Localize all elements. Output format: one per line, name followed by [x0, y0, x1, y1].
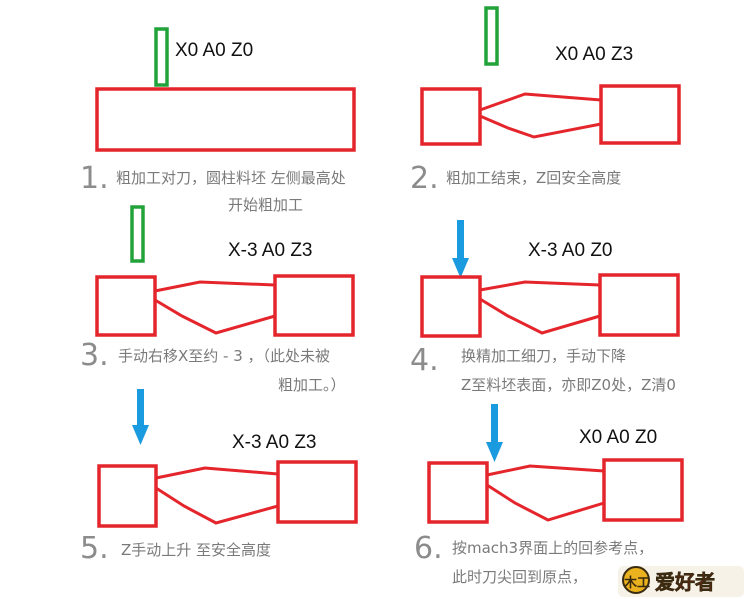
- step-6-caption-line2: 此时刀尖回到原点，: [452, 568, 587, 586]
- rough-tool-icon: [130, 205, 145, 263]
- step-2: X0 A0 Z3 2. 粗加工结束，Z回安全高度: [410, 6, 681, 196]
- step-6-coords: X0 A0 Z0: [579, 427, 657, 448]
- finish-tool-icon: [132, 389, 149, 445]
- step-6-number: 6.: [414, 531, 443, 566]
- step-1-caption-line2: 开始粗加工: [228, 196, 303, 214]
- step-4-caption-line1: 换精加工细刀，手动下降: [461, 347, 626, 365]
- roughed-workpiece: [95, 274, 355, 337]
- step-4-caption-line2: Z至料坯表面，亦即Z0处，Z清0: [461, 376, 676, 394]
- step-6: X0 A0 Z0 6. 按mach3界面上的回参考点， 此时刀尖回到原点，: [414, 404, 684, 586]
- step-3: X-3 A0 Z3 3. 手动右移X至约 - 3 ，（此处未被 粗加工。）: [80, 205, 355, 394]
- step-4-coords: X-3 A0 Z0: [528, 240, 613, 261]
- step-6-caption-line1: 按mach3界面上的回参考点，: [452, 539, 653, 557]
- roughed-workpiece: [420, 273, 680, 338]
- step-1-caption-line1: 粗加工对刀，圆柱料坯 左侧最高处: [116, 169, 346, 187]
- finish-tool-icon: [452, 220, 469, 278]
- finish-tool-icon: [486, 404, 503, 462]
- step-5-number: 5.: [80, 531, 109, 566]
- logo-emblem-text: 木工: [623, 575, 650, 591]
- logo-text: 爱好者: [655, 570, 715, 594]
- logo-emblem-icon: [622, 566, 650, 594]
- step-1: X0 A0 Z0 1. 粗加工对刀，圆柱料坯 左侧最高处 开始粗加工: [80, 27, 356, 214]
- step-4-number: 4.: [410, 343, 439, 378]
- roughed-workpiece: [97, 460, 358, 528]
- watermark-logo: 木工 爱好者: [618, 566, 744, 597]
- roughed-workpiece: [420, 84, 681, 146]
- step-1-number: 1.: [80, 161, 109, 196]
- step-2-number: 2.: [410, 161, 439, 196]
- step-5-caption-line1: Z手动上升 至安全高度: [121, 541, 271, 559]
- step-3-number: 3.: [80, 338, 109, 373]
- step-3-coords: X-3 A0 Z3: [228, 240, 313, 261]
- step-5-coords: X-3 A0 Z3: [232, 432, 317, 453]
- step-2-caption-line1: 粗加工结束，Z回安全高度: [446, 169, 621, 187]
- step-3-caption-line1: 手动右移X至约 - 3 ，（此处未被: [118, 347, 330, 365]
- step-1-coords: X0 A0 Z0: [175, 40, 253, 61]
- step-2-coords: X0 A0 Z3: [555, 44, 633, 65]
- rough-tool-icon: [154, 27, 169, 87]
- step-4: X-3 A0 Z0 4. 换精加工细刀，手动下降 Z至料坯表面，亦即Z0处，Z清…: [410, 220, 680, 394]
- cylinder-blank: [95, 87, 356, 152]
- roughed-workpiece: [427, 458, 684, 524]
- rough-tool-icon: [484, 6, 499, 66]
- step-3-caption-line2: 粗加工。）: [278, 376, 346, 394]
- step-5: X-3 A0 Z3 5. Z手动上升 至安全高度: [80, 389, 358, 566]
